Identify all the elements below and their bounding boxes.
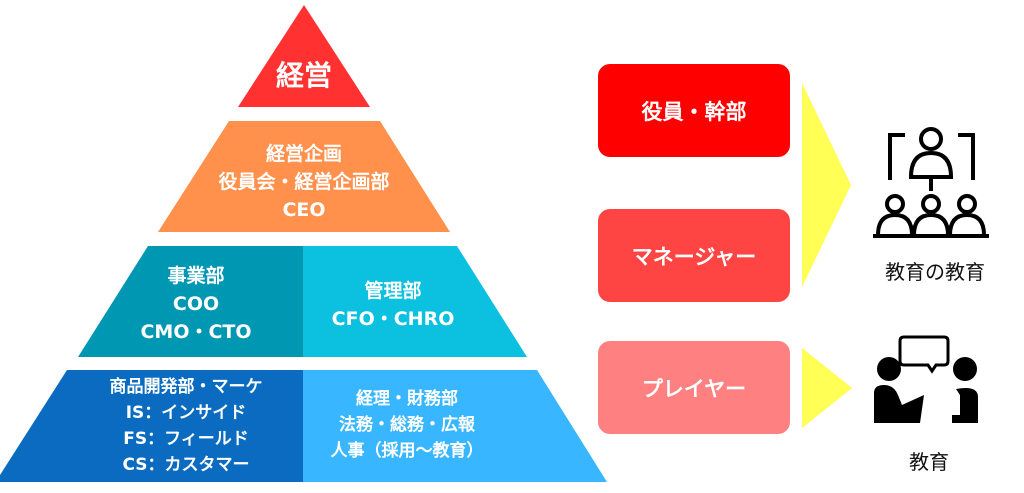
tier3-right-shape [303,246,527,357]
tier2-line: 経営企画 [265,143,343,165]
tier4-right-line: 人事（採用〜教育） [330,441,484,461]
role-players: プレイヤー [598,341,790,434]
tier3-left-line: CMO・CTO [140,321,252,343]
tier3-right-line: 管理部 [364,280,422,302]
small-arrow [802,348,852,428]
role-managers: マネージャー [598,209,790,302]
tier4-left-line: FS：フィールド [123,429,249,449]
big-arrow [802,83,851,287]
conversation-icon [874,335,978,423]
tier4-right-text: 経理・財務部 法務・総務・広報 人事（採用〜教育） [331,386,484,464]
tier4-left-line: IS：インサイド [125,403,247,423]
tier2-trapezoid [158,121,450,232]
tier4-right-line: 経理・財務部 [356,389,458,409]
tier2-line: CEO [282,199,326,221]
tier2-line: 役員会・経営企画部 [218,171,390,193]
tier4-right-line: 法務・総務・広報 [339,415,475,435]
tier4-left-line: CS：カスタマー [122,455,250,475]
tier4-left-text: 商品開発部・マーケ IS：インサイド FS：フィールド CS：カスタマー [110,374,263,478]
tier3-left-line: COO [172,293,220,315]
outcome-label-1: 教育 [909,450,949,474]
tier4-right-shape [303,370,607,482]
tier4-left-shape [0,370,303,482]
tier3-left-shape [78,246,303,357]
tier3-left-text: 事業部 COO CMO・CTO [140,262,251,346]
tier1-label: 経営 [275,59,333,92]
tier2-text: 経営企画 役員会・経営企画部 CEO [218,140,389,224]
tier3-right-text: 管理部 CFO・CHRO [332,277,455,333]
tier3-right-line: CFO・CHRO [331,308,455,330]
tier1-triangle [238,5,370,107]
outcome-label-0: 教育の教育 [885,260,985,284]
tier3-left-line: 事業部 [167,265,225,287]
tier4-left-line: 商品開発部・マーケ [109,377,263,397]
group-teaching-icon [873,127,989,238]
role-executives: 役員・幹部 [598,64,790,157]
